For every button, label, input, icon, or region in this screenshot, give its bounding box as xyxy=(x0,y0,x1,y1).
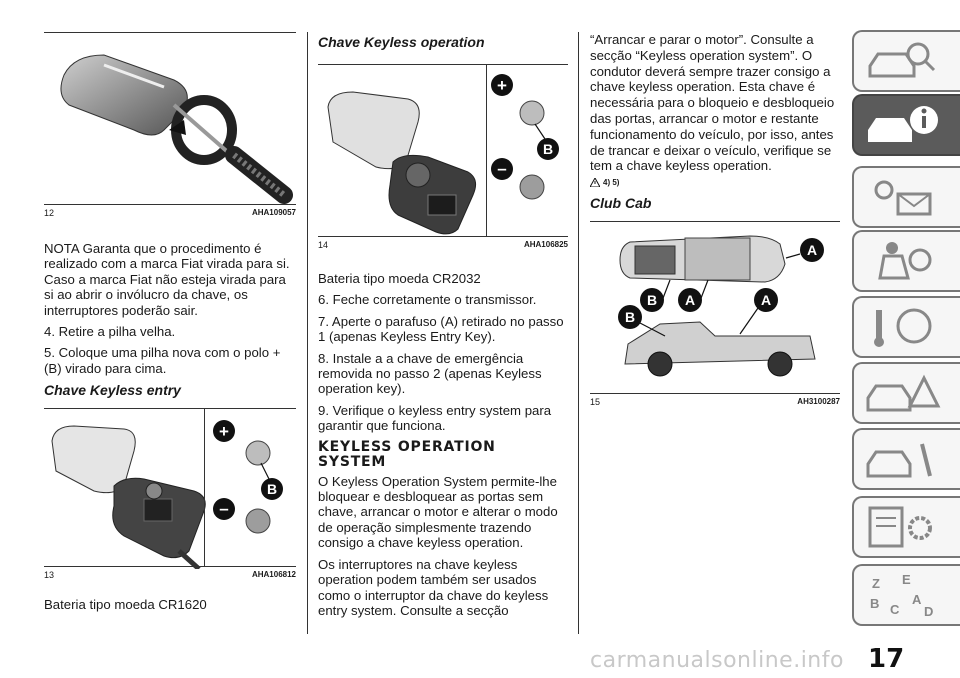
key-fob-screwdriver-illustration xyxy=(60,54,293,204)
plus-label: + xyxy=(219,422,229,441)
operation-paragraph: “Arrancar e parar o motor”. Consulte a s… xyxy=(590,32,835,174)
step-6: 6. Feche corretamente o transmissor. xyxy=(318,292,537,308)
keyless-entry-key-illustration xyxy=(51,425,206,570)
figure-15-caption: 15 AH3100287 xyxy=(590,393,840,408)
b-label: B xyxy=(267,481,277,497)
figure-number: 12 xyxy=(44,208,55,218)
warning-triangle-icon xyxy=(590,178,600,188)
body-text: Bateria tipo moeda CR2032 6. Feche corre… xyxy=(318,271,568,618)
alphabet-index-icon: Z E B CAD xyxy=(870,572,933,619)
club-cab-vehicle-illustration: A B A A B xyxy=(618,235,824,377)
minus-label: – xyxy=(497,159,506,178)
plus-label: + xyxy=(497,76,507,95)
b-label: B xyxy=(543,141,553,157)
section-heading: Club Cab xyxy=(590,195,652,212)
svg-text:A: A xyxy=(912,592,922,607)
column-separator xyxy=(578,32,579,634)
warning-reference: 4) 5) xyxy=(590,178,840,188)
car-roadside-warning-icon xyxy=(866,374,941,412)
battery-type-text: Bateria tipo moeda CR2032 xyxy=(318,271,481,286)
warning-light-mail-icon xyxy=(874,180,932,216)
svg-text:B: B xyxy=(870,596,879,611)
section-title: KEYLESS OPERATION SYSTEM xyxy=(318,438,496,470)
a-label: A xyxy=(761,292,771,308)
figure-number: 15 xyxy=(590,397,601,408)
column-1: 12 AHA109057 NOTA Garanta que o procedim… xyxy=(44,0,296,619)
tab-warning-lights[interactable] xyxy=(852,166,960,228)
battery-illustration: + B – xyxy=(491,74,559,200)
figure-code: AH3100287 xyxy=(797,397,840,407)
svg-text:D: D xyxy=(924,604,933,619)
column-3: “Arrancar e parar o motor”. Consulte a s… xyxy=(590,0,840,408)
car-search-icon xyxy=(868,42,936,78)
step-9: 9. Verifique o keyless entry system para… xyxy=(318,402,552,434)
figure-15: A B A A B 15 AH3100287 xyxy=(590,221,840,408)
battery-illustration: + B – xyxy=(213,420,283,534)
figure-14: + B – 14 AHA106825 xyxy=(318,64,568,251)
kos-description: O Keyless Operation System permite-lhe b… xyxy=(318,473,558,551)
tab-technical-data[interactable] xyxy=(852,496,960,558)
column-separator xyxy=(307,32,308,634)
car-wrench-icon xyxy=(866,443,932,478)
tab-safety[interactable] xyxy=(852,230,960,292)
tab-starting-driving[interactable] xyxy=(852,296,960,358)
figure-13-caption: 13 AHA106812 xyxy=(44,566,296,581)
figure-code: AHA106825 xyxy=(523,240,568,249)
airbag-seat-icon xyxy=(878,242,932,280)
figure-divider xyxy=(204,409,205,568)
column-2: Chave Keyless operation + B – 14 AHA1068… xyxy=(318,0,568,624)
step-8: 8. Instale a a chave de emergência remov… xyxy=(318,350,542,397)
kos-switches: Os interruptores na chave keyless operat… xyxy=(318,556,549,618)
step-7: 7. Aperte o parafuso (A) retirado no pas… xyxy=(318,313,564,345)
figure-13: + B – 13 AHA106812 xyxy=(44,408,296,581)
figure-12-caption: 12 AHA109057 xyxy=(44,204,296,219)
keyless-operation-key-illustration xyxy=(327,91,477,235)
tab-car-search[interactable] xyxy=(852,30,960,92)
tab-emergency[interactable] xyxy=(852,362,960,424)
a-label: A xyxy=(685,292,695,308)
figure-code: AHA109057 xyxy=(251,208,296,217)
battery-type-text: Bateria tipo moeda CR1620 xyxy=(44,597,207,613)
figure-14-caption: 14 AHA106825 xyxy=(318,236,568,251)
figure-number: 13 xyxy=(44,570,55,581)
section-heading: Chave Keyless entry xyxy=(44,382,181,399)
step-4: 4. Retire a pilha velha. xyxy=(44,324,176,340)
tab-car-info[interactable] xyxy=(852,94,960,156)
b-label: B xyxy=(625,309,635,325)
body-text: NOTA Garanta que o procedimento é realiz… xyxy=(44,241,296,398)
svg-text:Z: Z xyxy=(872,576,880,591)
page-number: 17 xyxy=(868,644,905,674)
figure-divider xyxy=(486,65,487,237)
svg-text:C: C xyxy=(890,602,900,617)
spec-list-gear-icon xyxy=(868,506,932,548)
tab-maintenance[interactable] xyxy=(852,428,960,490)
figure-number: 14 xyxy=(318,240,329,250)
figure-code: AHA106812 xyxy=(251,570,296,580)
watermark: carmanualsonline.info xyxy=(590,648,844,673)
a-label: A xyxy=(807,242,817,258)
car-info-icon xyxy=(868,106,938,142)
minus-label: – xyxy=(219,499,228,518)
key-steering-icon xyxy=(874,308,932,347)
svg-text:E: E xyxy=(902,572,911,587)
figure-12: 12 AHA109057 xyxy=(44,32,296,219)
note-paragraph: NOTA Garanta que o procedimento é realiz… xyxy=(44,241,290,318)
section-heading: Chave Keyless operation xyxy=(318,34,485,50)
warning-refs: 4) 5) xyxy=(603,178,620,188)
step-5: 5. Coloque uma pilha nova com o polo + (… xyxy=(44,345,281,376)
b-label: B xyxy=(647,292,657,308)
